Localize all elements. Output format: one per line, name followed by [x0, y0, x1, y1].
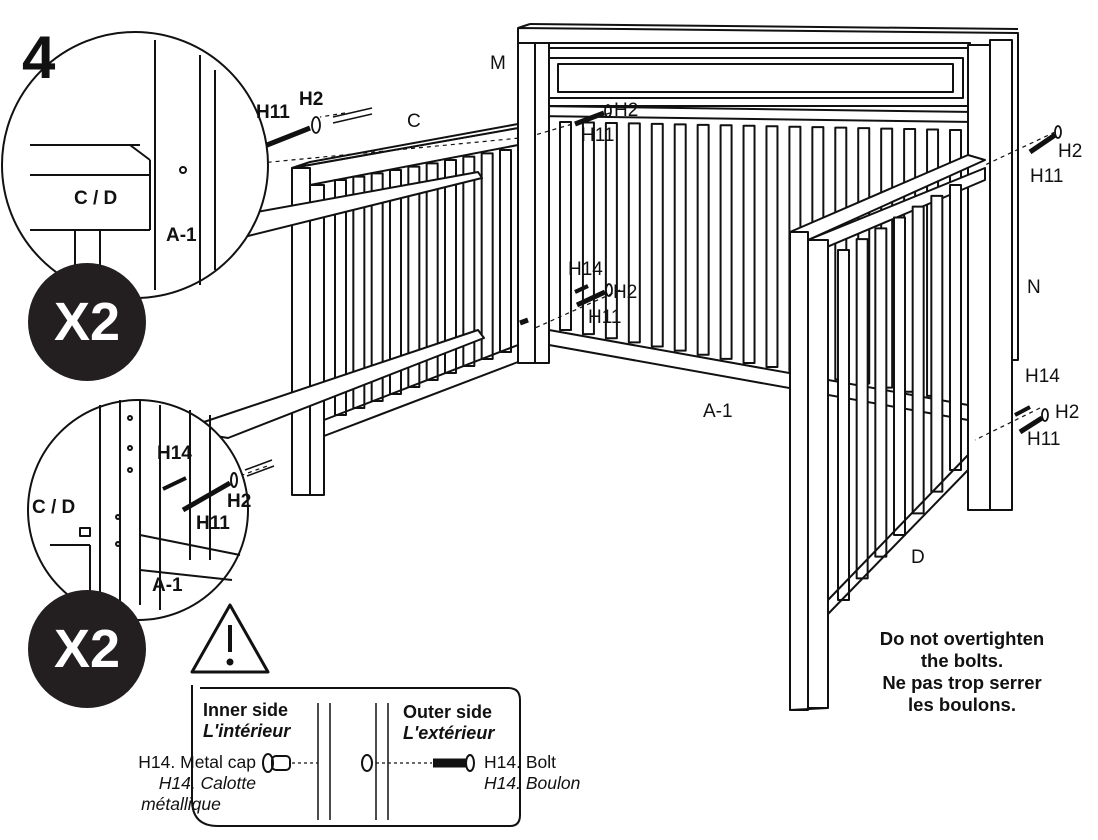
- headboard-slat: [696, 123, 710, 356]
- legend-box: [191, 685, 521, 827]
- warning-note: Do not overtighten the bolts. Ne pas tro…: [862, 628, 1062, 716]
- warning-fr-line2: les boulons.: [908, 694, 1016, 715]
- label-cd-bottom: C / D: [32, 497, 76, 518]
- label-h14-n-bottom: H14: [1025, 366, 1060, 387]
- label-h2-n-top: H2: [1058, 141, 1083, 162]
- headboard-slat: [604, 121, 618, 340]
- warning-en-line2: the bolts.: [920, 650, 1004, 671]
- legend-outer-side: Outer side L'extérieur: [403, 702, 494, 744]
- label-h2-m: H2: [614, 100, 639, 121]
- legend-inner-fr: L'intérieur: [203, 721, 291, 741]
- label-panel-c: C: [407, 111, 421, 132]
- label-h11-n-top: H11: [1030, 166, 1064, 187]
- side-d-slat: [893, 216, 906, 536]
- side-c-slat: [499, 149, 512, 353]
- headboard-slat: [765, 125, 779, 369]
- side-d-slat: [930, 194, 944, 493]
- label-cd-top: C / D: [74, 188, 118, 209]
- side-c-slat: [389, 169, 402, 395]
- side-c-slat: [334, 179, 347, 416]
- headboard-slat: [719, 124, 733, 360]
- legend-cap-fr-1: H14. Calotte: [158, 773, 256, 793]
- headboard-slat: [673, 123, 687, 352]
- side-panel-d: [789, 154, 986, 711]
- legend-bolt: H14. Bolt H14. Boulon: [484, 752, 580, 794]
- headboard-slat: [650, 122, 664, 348]
- side-d-slat: [874, 227, 888, 558]
- quantity-badge-top: X2: [28, 263, 146, 381]
- side-c-slat: [480, 152, 494, 360]
- legend-bolt-fr: H14. Boulon: [484, 773, 581, 793]
- quantity-badge-bottom: X2: [28, 590, 146, 708]
- warning-en-line1: Do not overtighten: [879, 628, 1045, 649]
- legend-cap-fr-2: métallique: [141, 794, 221, 814]
- headboard-slat: [742, 124, 756, 364]
- zoom-circle-top: [1, 31, 269, 299]
- side-d-slat: [855, 238, 869, 580]
- side-c-slat: [407, 165, 421, 388]
- label-h11-mid: H11: [588, 307, 622, 328]
- label-h2-mid: H2: [613, 282, 638, 303]
- label-h11-m: H11: [581, 125, 615, 146]
- label-h11-top: H11: [256, 102, 290, 123]
- side-d-slat: [837, 249, 850, 601]
- bolts: [244, 104, 1062, 477]
- warning-triangle-icon: [190, 603, 270, 674]
- step-number: 4: [22, 24, 56, 91]
- warning-fr-line1: Ne pas trop serrer: [882, 672, 1042, 693]
- label-h14-zoom: H14: [157, 443, 192, 464]
- legend-bolt-en: H14. Bolt: [484, 752, 556, 772]
- side-c-slat: [370, 172, 384, 402]
- label-a1-top: A-1: [166, 225, 197, 246]
- label-rail-a1: A-1: [703, 401, 733, 422]
- label-h2-top: H2: [299, 89, 324, 110]
- side-c-slat: [444, 159, 457, 374]
- legend-outer-en: Outer side: [403, 702, 493, 722]
- legend-cap-en: H14. Metal cap: [138, 752, 256, 772]
- label-h2-n-bottom: H2: [1055, 402, 1080, 423]
- side-c-slat: [352, 175, 366, 409]
- alignment-lines: [89, 112, 1056, 531]
- label-panel-d: D: [911, 547, 925, 568]
- legend-inner-side: Inner side L'intérieur: [203, 700, 290, 742]
- side-c-slat: [425, 162, 439, 381]
- label-h11-zoom: H11: [196, 513, 230, 534]
- side-d-slat: [911, 205, 925, 515]
- legend-metal-cap: H14. Metal cap H14. Calotte métallique: [106, 752, 256, 815]
- label-a1-bottom: A-1: [152, 575, 183, 596]
- label-panel-m: M: [490, 53, 506, 74]
- headboard-slat: [627, 122, 641, 344]
- side-c-slat: [462, 155, 476, 367]
- label-h14-mid: H14: [568, 259, 603, 280]
- label-h2-zoom: H2: [227, 491, 252, 512]
- label-panel-n: N: [1027, 277, 1041, 298]
- legend-outer-fr: L'extérieur: [403, 723, 495, 743]
- side-panel-c: [291, 123, 519, 496]
- legend-inner-en: Inner side: [203, 700, 289, 720]
- headboard-slat: [581, 121, 595, 336]
- side-d-slat: [949, 184, 962, 471]
- label-h11-n-bottom: H11: [1027, 429, 1061, 450]
- headboard-slat: [559, 121, 572, 331]
